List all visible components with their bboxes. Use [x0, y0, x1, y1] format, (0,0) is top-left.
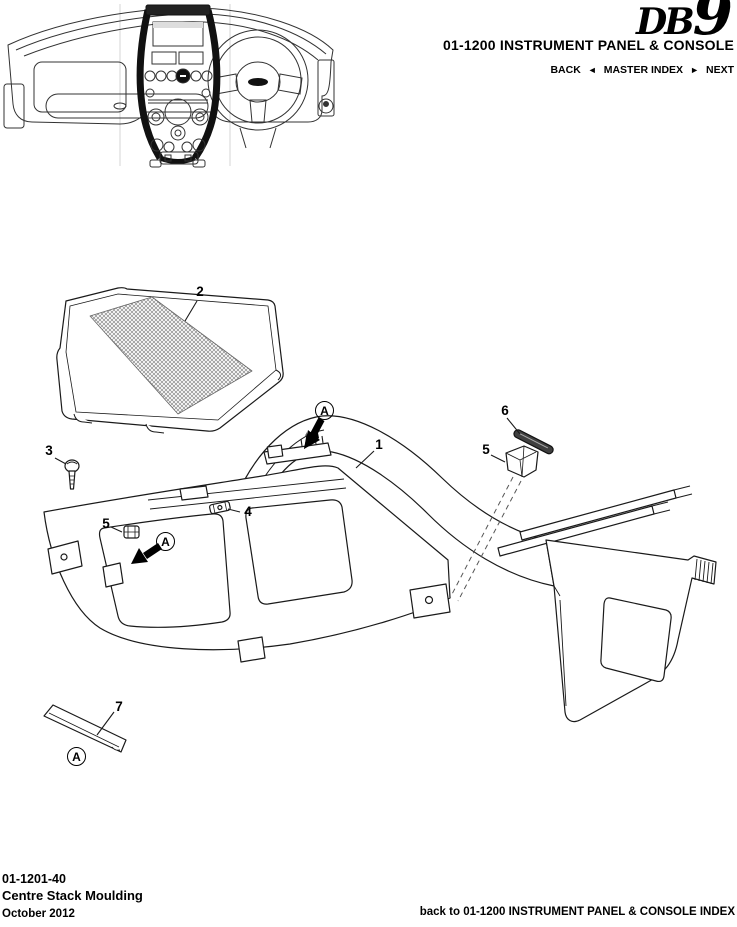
steering-wheel-drawing — [207, 29, 309, 149]
part-trim-strip — [513, 429, 554, 455]
part-lower-frame — [43, 465, 451, 663]
nav-master-index-link[interactable]: MASTER INDEX — [603, 64, 684, 76]
leader-lines — [54, 300, 521, 736]
doc-date: October 2012 — [2, 908, 75, 920]
callout-5-left: 5 — [102, 516, 110, 531]
exploded-diagram — [43, 287, 717, 753]
callout-7: 7 — [115, 699, 123, 714]
callout-1: 1 — [375, 437, 383, 452]
callout-3: 3 — [45, 443, 53, 458]
part-clip-5-right — [505, 445, 539, 478]
doc-number: 01-1201-40 — [2, 872, 66, 886]
next-arrow-icon[interactable]: ► — [690, 65, 699, 75]
logo-db-text: DB — [635, 1, 695, 43]
part-centre-stack-moulding — [235, 415, 717, 723]
callout-2: 2 — [196, 284, 204, 299]
doc-title: Centre Stack Moulding — [2, 888, 143, 903]
callout-4: 4 — [244, 504, 252, 519]
part-speaker-grille — [56, 287, 284, 434]
nav-next-link[interactable]: NEXT — [705, 64, 734, 76]
part-finisher-strip — [43, 704, 127, 753]
view-a-label-top: A — [315, 401, 334, 420]
view-a-arrow-top — [304, 417, 325, 449]
header-nav: BACK ◄ MASTER INDEX ► NEXT — [550, 64, 734, 76]
callout-5-right: 5 — [482, 442, 490, 457]
logo-9-text: 9 — [692, 0, 733, 48]
view-a-label-bottom: A — [67, 747, 86, 766]
section-title: 01-1200 INSTRUMENT PANEL & CONSOLE — [442, 37, 734, 53]
back-arrow-icon[interactable]: ◄ — [587, 65, 597, 75]
centre-stack-highlight — [136, 4, 221, 168]
part-screw — [64, 459, 80, 490]
nav-back-link[interactable]: BACK — [550, 64, 581, 76]
dashboard-thumbnail — [3, 4, 335, 168]
part-clip-5-left — [123, 525, 140, 539]
part-clip-4 — [209, 500, 231, 515]
callout-6: 6 — [501, 403, 509, 418]
view-a-label-mid: A — [156, 532, 175, 551]
db9-logo: DB 9 — [636, 0, 733, 43]
back-to-index-link[interactable]: back to 01-1200 INSTRUMENT PANEL & CONSO… — [419, 906, 735, 918]
